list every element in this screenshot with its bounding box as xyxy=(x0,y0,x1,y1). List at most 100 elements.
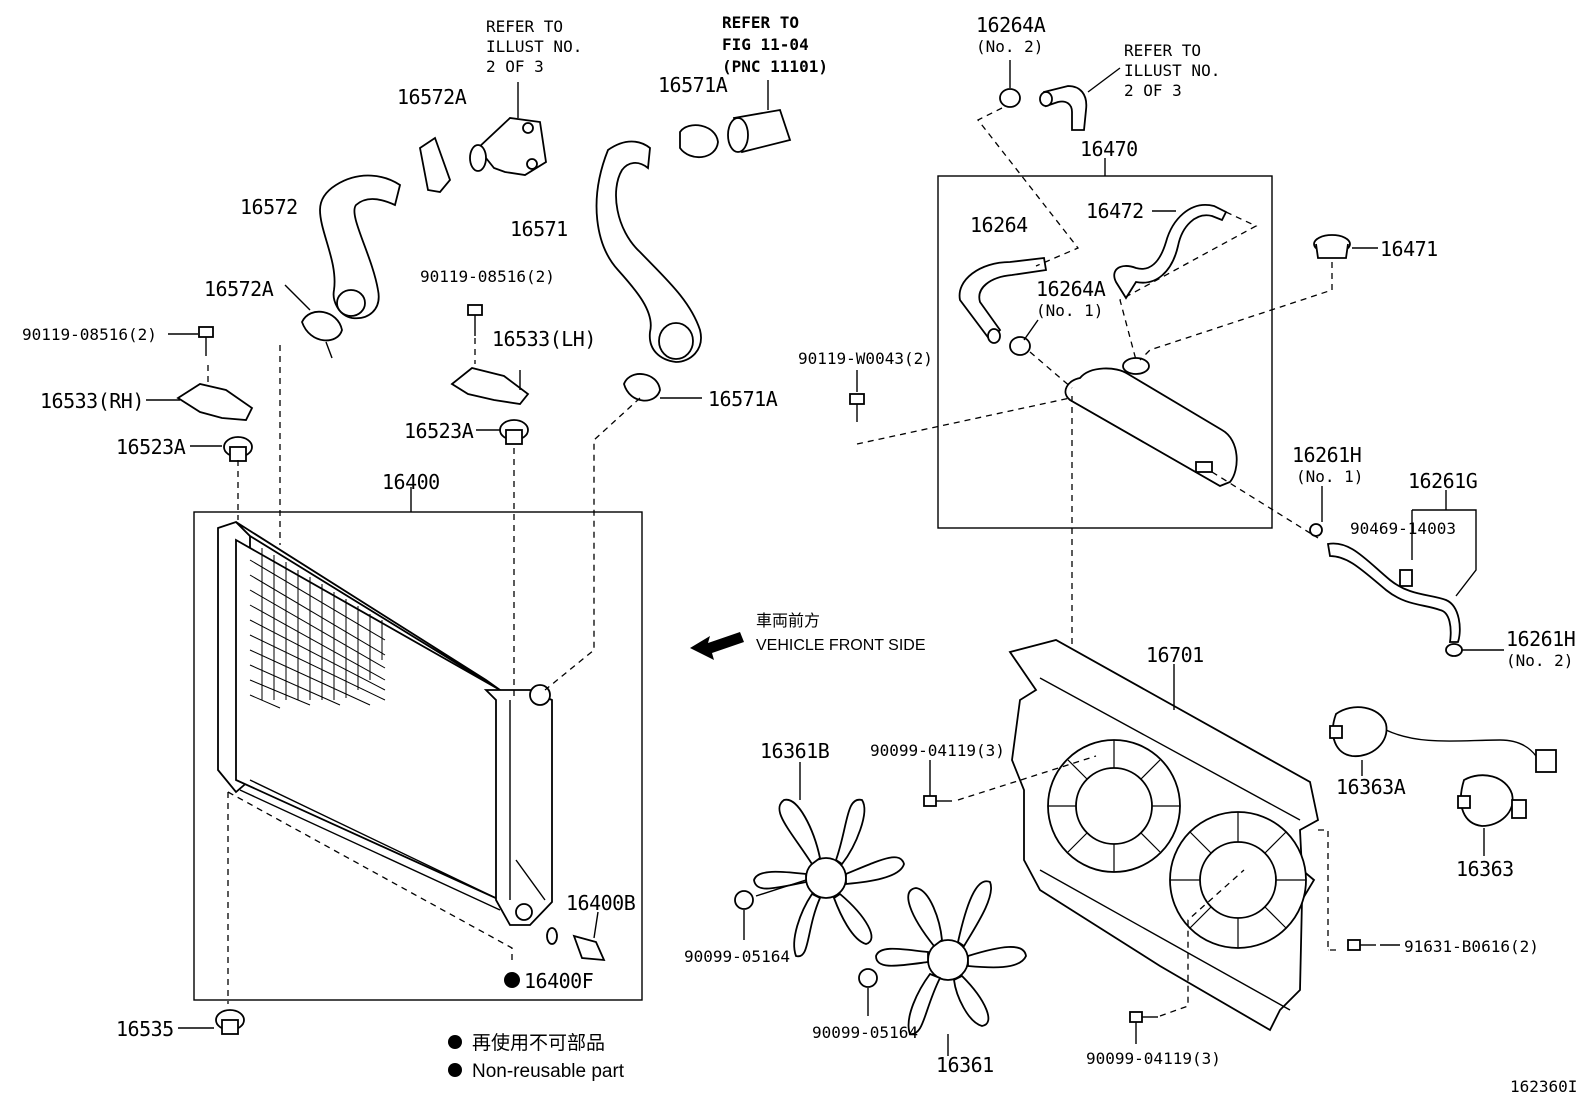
reserve-tank-16470 xyxy=(1064,357,1238,487)
radiator-assembly-box xyxy=(193,511,643,1001)
part-label: 16361B xyxy=(760,739,830,763)
part-label: 91631-B0616(2) xyxy=(1404,937,1539,956)
note-refer-bypass: REFER TO ILLUST NO. 2 OF 3 xyxy=(1124,41,1220,100)
pipe-fig-11-04 xyxy=(727,108,792,154)
oring-16400f xyxy=(546,927,558,945)
radiator-illustration xyxy=(217,520,553,926)
grommet-16523a-mid xyxy=(499,419,529,445)
note-line: ILLUST NO. xyxy=(486,37,582,56)
part-label: 16400B xyxy=(566,891,636,915)
bracket-16533-rh xyxy=(176,383,254,421)
note-line: REFER TO xyxy=(486,17,563,36)
clamp-16264a-no2 xyxy=(999,88,1021,108)
clamp-16572a-bottom xyxy=(301,310,343,359)
part-label: 16571A xyxy=(708,387,778,411)
legend-dot xyxy=(448,1035,462,1049)
legend-dot xyxy=(448,1063,462,1077)
legend-label-jp: 再使用不可部品 xyxy=(472,1032,605,1054)
direction-label-jp: 車両前方 xyxy=(756,612,820,630)
part-label: 16535 xyxy=(116,1017,174,1041)
nut-90099-05164-left xyxy=(734,890,754,910)
bolt-90099-04119-bot xyxy=(1129,1011,1158,1023)
part-label: 16572 xyxy=(240,195,298,219)
part-label: 16400 xyxy=(382,470,440,494)
part-label: 16361 xyxy=(936,1053,994,1077)
part-label: 16264A xyxy=(976,13,1046,37)
part-label: 90099-04119(3) xyxy=(1086,1049,1221,1068)
note-line: REFER TO xyxy=(722,13,799,32)
note-line: 2 OF 3 xyxy=(1124,81,1182,100)
clamp-16571a-top xyxy=(679,124,719,158)
note-line: (PNC 11101) xyxy=(722,57,828,76)
part-label: (No. 1) xyxy=(1036,301,1103,320)
part-label: 16363 xyxy=(1456,857,1514,881)
bolt-90119-08516-mid xyxy=(467,304,483,336)
part-label: 16701 xyxy=(1146,643,1204,667)
upper-hose-16572 xyxy=(319,174,402,320)
note-refer-fig: REFER TO FIG 11-04 (PNC 11101) xyxy=(722,13,828,76)
nut-90099-05164-mid xyxy=(858,968,878,988)
part-label: 16533(LH) xyxy=(492,327,596,351)
radiator-cap-16471 xyxy=(1313,234,1351,259)
part-label: 16572A xyxy=(204,277,274,301)
legend-label-en: Non-reusable part xyxy=(472,1061,625,1082)
fan-16361b xyxy=(753,798,905,958)
part-label: 90119-08516(2) xyxy=(420,267,555,286)
bypass-pipe xyxy=(1039,85,1088,131)
part-label: 16571 xyxy=(510,217,568,241)
part-label: 90469-14003 xyxy=(1350,519,1456,538)
hose-16472 xyxy=(1113,204,1228,300)
clamp-16572a-top xyxy=(419,136,452,193)
hose-16264 xyxy=(958,257,1048,344)
part-label: 90119-W0043(2) xyxy=(798,349,933,368)
bolt-91631-b0616 xyxy=(1347,939,1376,951)
part-label: 16523A xyxy=(116,435,186,459)
overflow-hose-16261g xyxy=(1309,523,1463,657)
part-label: 16261H xyxy=(1292,443,1361,467)
fan-motor-16363 xyxy=(1457,774,1527,827)
lower-hose-16571 xyxy=(595,140,702,363)
part-label: 16471 xyxy=(1380,237,1438,261)
part-label: 16571A xyxy=(658,73,728,97)
note-refer-thermostat: REFER TO ILLUST NO. 2 OF 3 xyxy=(486,17,582,76)
figure-id: 162360I xyxy=(1510,1077,1577,1096)
direction-label-en: VEHICLE FRONT SIDE xyxy=(756,637,926,654)
fan-shroud-16701 xyxy=(1008,639,1320,1032)
part-label: 16363A xyxy=(1336,775,1406,799)
note-line: FIG 11-04 xyxy=(722,35,809,54)
drain-cock-16400b xyxy=(572,911,606,962)
part-label: (No. 2) xyxy=(1506,651,1573,670)
part-label: 90099-05164 xyxy=(684,947,790,966)
note-line: REFER TO xyxy=(1124,41,1201,60)
fan-16361 xyxy=(875,880,1027,1035)
part-label: 16470 xyxy=(1080,137,1138,161)
note-line: 2 OF 3 xyxy=(486,57,544,76)
part-label: 16533(RH) xyxy=(40,389,144,413)
vehicle-front-arrow xyxy=(690,632,744,660)
non-reusable-marker xyxy=(504,972,520,988)
fan-motor-16363a xyxy=(1329,706,1557,773)
bolt-90119-08516-left xyxy=(198,326,214,356)
part-label: 16264 xyxy=(970,213,1028,237)
clamp-16571a-bottom xyxy=(623,373,661,402)
part-label: 90119-08516(2) xyxy=(22,325,157,344)
bolt-90119-w0043 xyxy=(849,393,865,422)
bolt-90099-04119-top xyxy=(923,795,952,807)
note-line: ILLUST NO. xyxy=(1124,61,1220,80)
cushion-16535 xyxy=(215,1009,245,1035)
part-label: 16523A xyxy=(404,419,474,443)
water-inlet-housing xyxy=(469,117,547,176)
clamp-16264a-no1 xyxy=(1009,336,1031,356)
part-label: 16264A xyxy=(1036,277,1106,301)
part-label: 90099-04119(3) xyxy=(870,741,1005,760)
part-label: 16572A xyxy=(397,85,467,109)
part-label: (No. 2) xyxy=(976,37,1043,56)
part-label: 16261H xyxy=(1506,627,1575,651)
part-label: (No. 1) xyxy=(1296,467,1363,486)
part-label: 16472 xyxy=(1086,199,1144,223)
grommet-16523a-left xyxy=(223,436,253,462)
part-label: 90099-05164 xyxy=(812,1023,918,1042)
bracket-16533-lh xyxy=(450,367,530,405)
